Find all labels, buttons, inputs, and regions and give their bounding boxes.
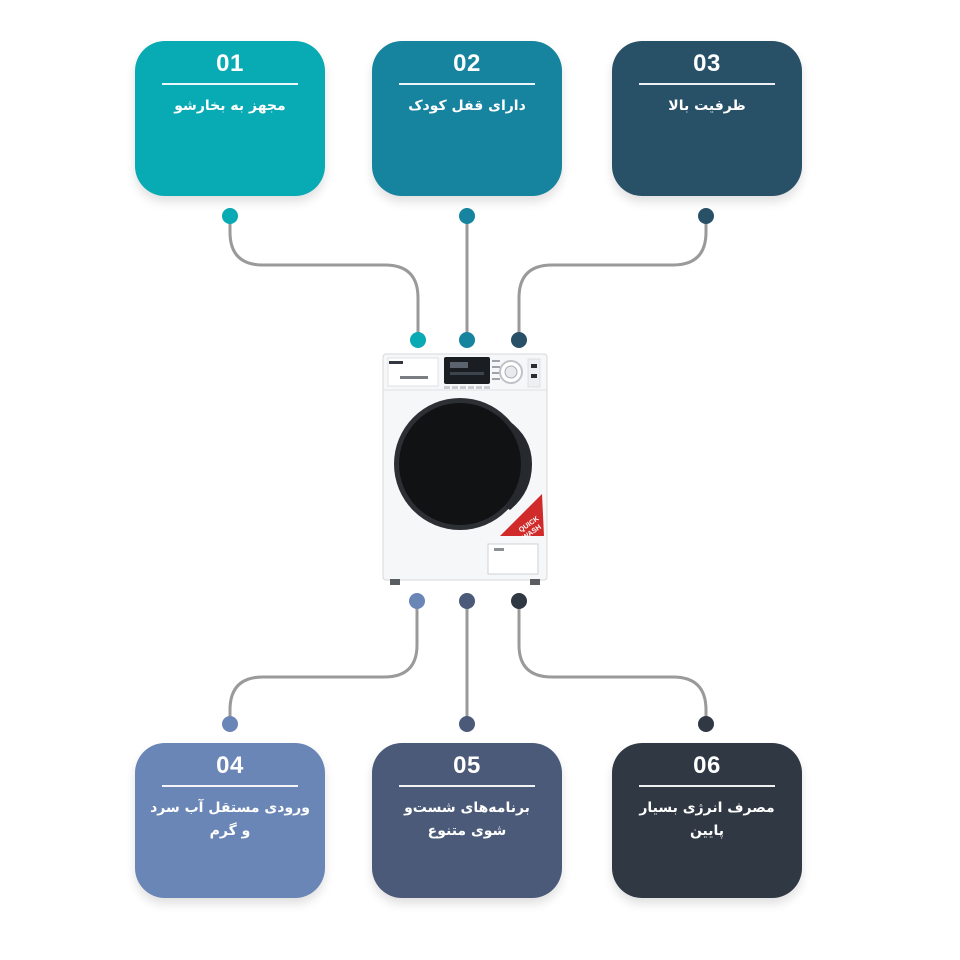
control-key xyxy=(531,374,537,378)
dot-02-bottom xyxy=(459,332,475,348)
feature-number: 02 xyxy=(453,50,481,77)
program-label-mark xyxy=(492,372,500,374)
filter-panel-mark xyxy=(494,548,504,551)
door-glass xyxy=(399,403,521,525)
feature-label: ظرفیت بالا xyxy=(668,98,746,114)
connector-03 xyxy=(517,214,708,342)
dot-05-top xyxy=(459,593,475,609)
divider xyxy=(639,83,775,85)
feature-number: 05 xyxy=(453,752,481,779)
feature-label: برنامه‌های شست‌و شوی متنوع xyxy=(404,800,530,839)
display-digits xyxy=(450,362,468,368)
feature-number: 06 xyxy=(693,752,721,779)
button xyxy=(484,386,490,389)
brand-mark xyxy=(389,361,403,364)
feature-label: مصرف انرژی بسیار پایین xyxy=(639,800,775,839)
divider xyxy=(399,785,535,787)
button xyxy=(476,386,482,389)
connector-04 xyxy=(228,599,419,726)
dot-01-bottom xyxy=(410,332,426,348)
connector-01 xyxy=(228,214,420,342)
dot-06-bottom xyxy=(698,716,714,732)
feature-card-06: 06 مصرف انرژی بسیار پایین xyxy=(612,743,802,898)
button xyxy=(452,386,458,389)
dot-02-top xyxy=(459,208,475,224)
connector-dots xyxy=(222,208,714,732)
divider xyxy=(639,785,775,787)
control-column xyxy=(527,358,541,388)
feature-number: 04 xyxy=(216,752,244,779)
dot-03-top xyxy=(698,208,714,224)
connector-06 xyxy=(517,599,708,726)
foot-left xyxy=(390,579,400,585)
program-labels xyxy=(492,360,500,380)
feature-number: 03 xyxy=(693,50,721,77)
feature-label: مجهز به بخارشو xyxy=(174,98,286,114)
program-label-mark xyxy=(492,360,500,362)
program-label-mark xyxy=(492,378,500,380)
button xyxy=(468,386,474,389)
feature-card-01: 01 مجهز به بخارشو xyxy=(135,41,325,196)
feature-label: ورودی مستقل آب سرد و گرم xyxy=(150,800,310,839)
button xyxy=(460,386,466,389)
drawer-handle xyxy=(400,376,428,379)
foot-right xyxy=(530,579,540,585)
dot-04-bottom xyxy=(222,716,238,732)
knob-center xyxy=(504,365,518,379)
connector-paths xyxy=(228,214,708,726)
door-hinge-bulge xyxy=(492,414,532,510)
display-panel xyxy=(444,357,490,384)
feature-number: 01 xyxy=(216,50,244,77)
dot-01-top xyxy=(222,208,238,224)
dot-04-top xyxy=(409,593,425,609)
display-icons xyxy=(450,372,484,375)
feature-card-04: 04 ورودی مستقل آب سرد و گرم xyxy=(135,743,325,898)
dot-06-top xyxy=(511,593,527,609)
divider xyxy=(399,83,535,85)
control-key xyxy=(531,364,537,368)
divider xyxy=(162,785,298,787)
program-label-mark xyxy=(492,366,500,368)
button xyxy=(444,386,450,389)
divider xyxy=(162,83,298,85)
feature-card-05: 05 برنامه‌های شست‌و شوی متنوع xyxy=(372,743,562,898)
dot-03-bottom xyxy=(511,332,527,348)
feature-card-03: 03 ظرفیت بالا xyxy=(612,41,802,196)
dot-05-bottom xyxy=(459,716,475,732)
quick-wash-badge xyxy=(500,494,544,536)
feature-card-02: 02 دارای قفل کودک xyxy=(372,41,562,196)
program-buttons xyxy=(444,386,490,389)
washing-machine-illustration: QUICK WASH xyxy=(382,353,548,585)
feature-label: دارای قفل کودک xyxy=(408,98,526,114)
